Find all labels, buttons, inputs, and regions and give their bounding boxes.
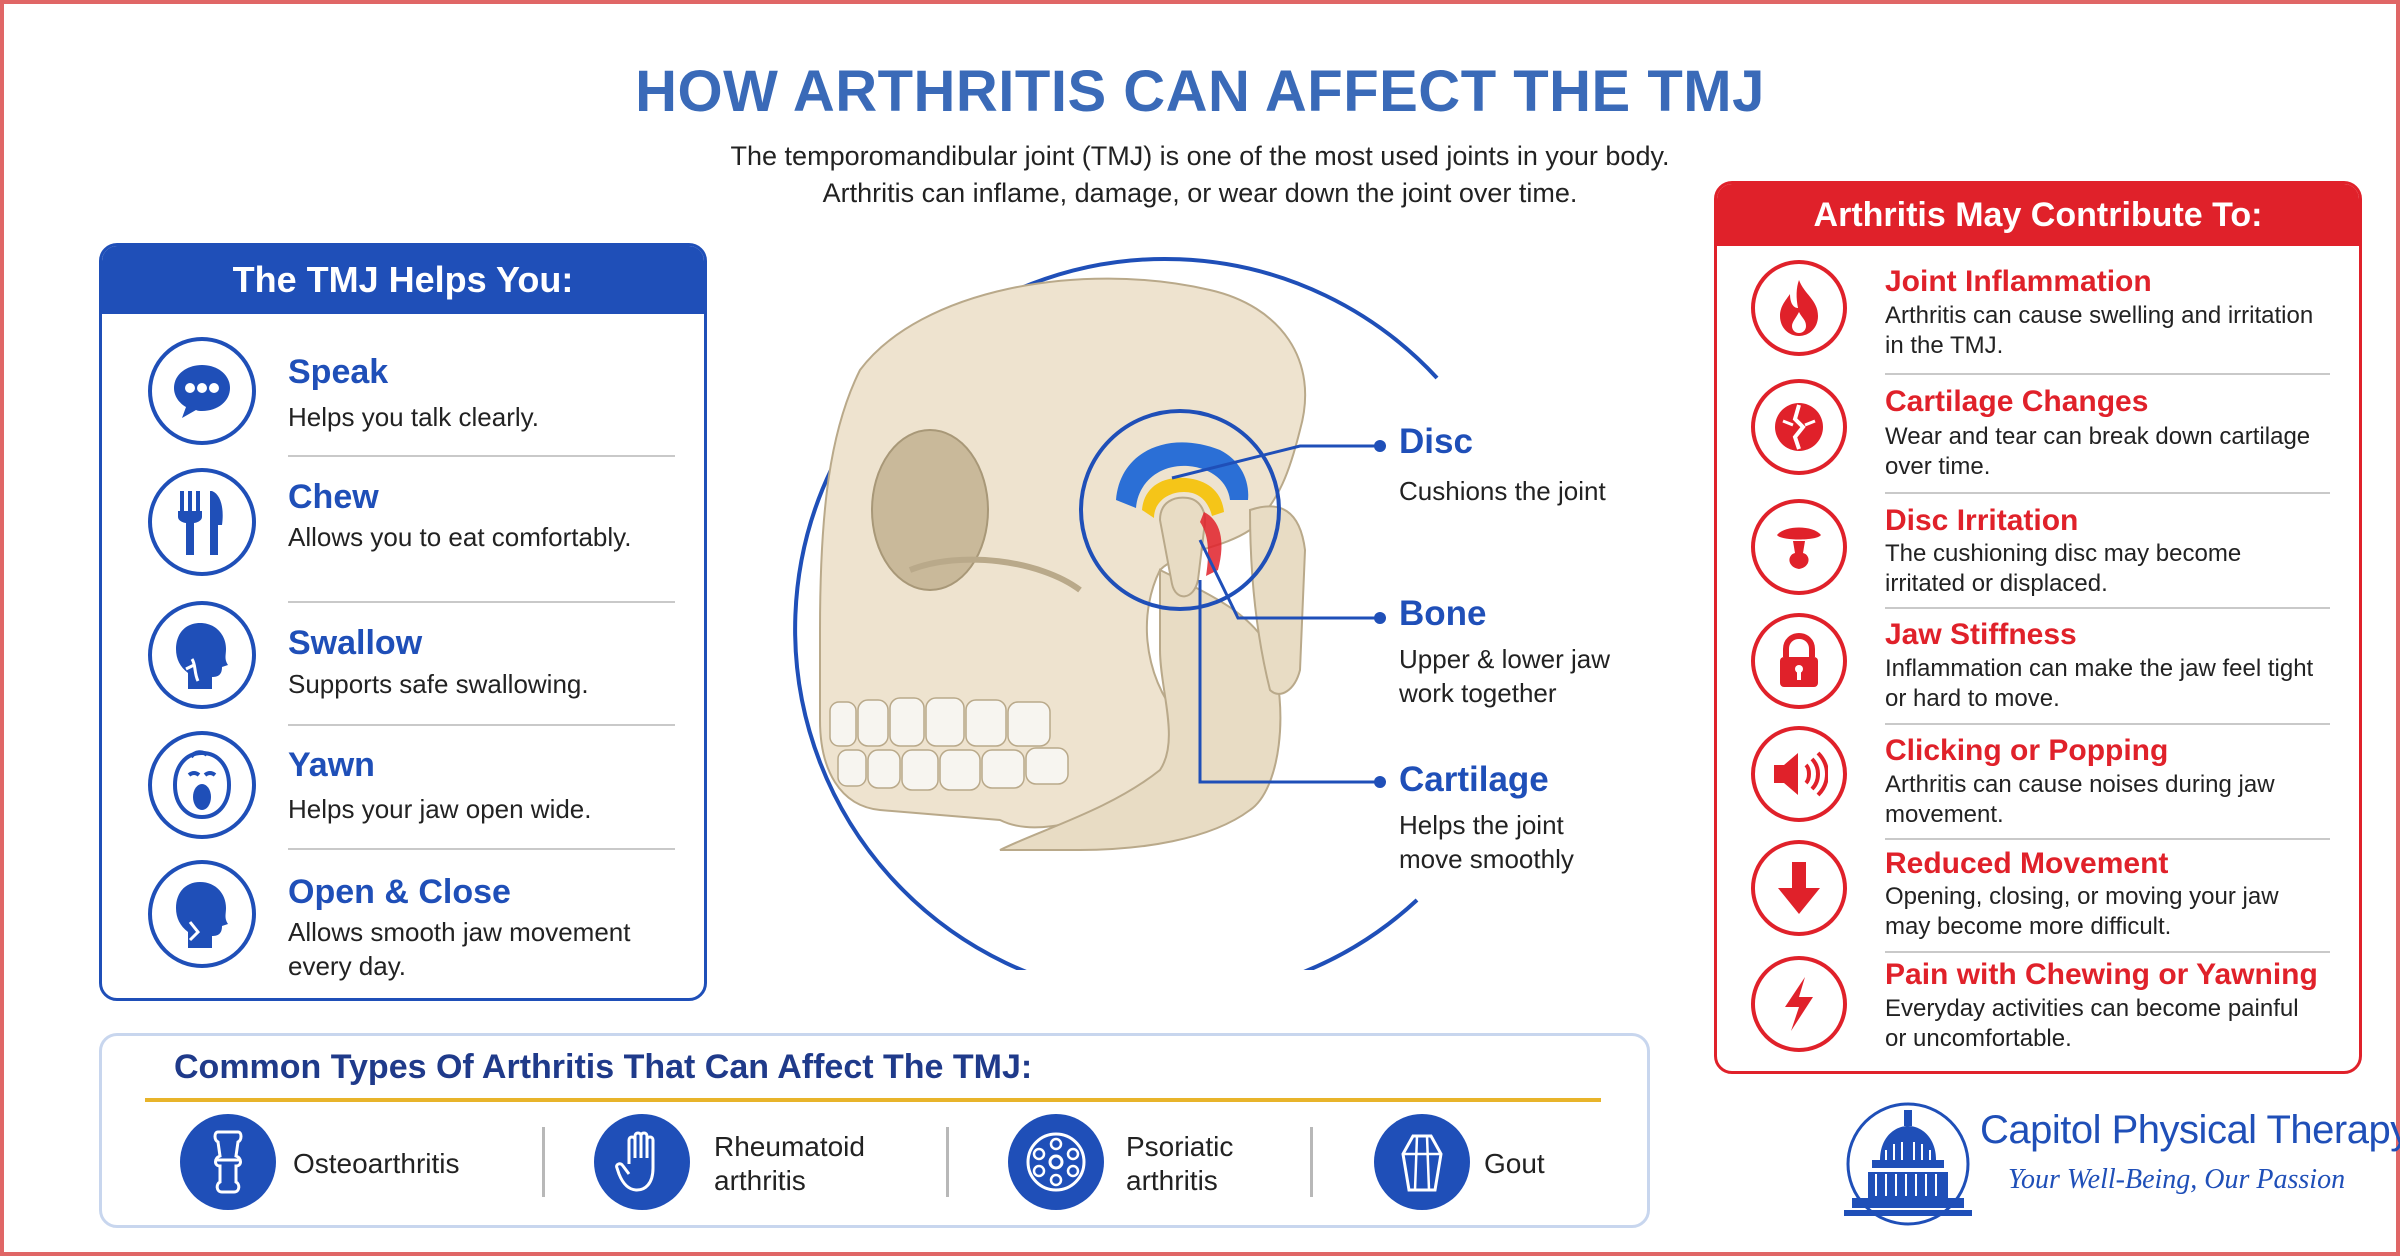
label-cartilage-desc: Helps the joint move smoothly bbox=[1399, 810, 1574, 874]
divider bbox=[288, 601, 675, 603]
contrib-title-inflammation: Joint Inflammation bbox=[1885, 265, 2152, 298]
help-title-chew: Chew bbox=[288, 478, 379, 516]
fork-knife-icon bbox=[148, 468, 256, 576]
help-title-speak: Speak bbox=[288, 353, 389, 391]
capitol-dome-icon bbox=[1844, 1102, 1972, 1226]
skull-illustration bbox=[819, 277, 1307, 851]
help-title-open-close: Open & Close bbox=[288, 873, 511, 911]
lock-icon bbox=[1751, 613, 1847, 709]
divider bbox=[1885, 951, 2330, 953]
subtitle-line-1: The temporomandibular joint (TMJ) is one… bbox=[730, 141, 1670, 171]
contrib-desc-inflammation: Arthritis can cause swelling and irritat… bbox=[1885, 302, 2314, 359]
divider bbox=[1885, 838, 2330, 840]
subtitle-line-2: Arthritis can inflame, damage, or wear d… bbox=[822, 178, 1578, 208]
joint-closeup bbox=[1079, 409, 1281, 611]
type-label-psoriatic-line2: arthritis bbox=[1126, 1165, 1218, 1196]
logo-tagline: Your Well-Being, Our Passion bbox=[2008, 1164, 2346, 1195]
bone-joint-icon bbox=[180, 1114, 276, 1210]
divider bbox=[288, 724, 675, 726]
divider bbox=[946, 1127, 949, 1197]
cells-icon bbox=[1008, 1114, 1104, 1210]
divider bbox=[1885, 723, 2330, 725]
crystal-icon bbox=[1374, 1114, 1470, 1210]
label-disc-title: Disc bbox=[1399, 422, 1473, 461]
divider bbox=[288, 848, 675, 850]
flame-icon bbox=[1751, 260, 1847, 356]
contrib-title-stiffness: Jaw Stiffness bbox=[1885, 618, 2077, 651]
type-label-gout: Gout bbox=[1484, 1148, 1545, 1179]
contrib-desc-clicking: Arthritis can cause noises during jaw mo… bbox=[1885, 771, 2275, 828]
help-desc-chew: Allows you to eat comfortably. bbox=[288, 522, 632, 552]
page-subtitle: The temporomandibular joint (TMJ) is one… bbox=[0, 138, 2400, 212]
type-label-rheumatoid: Rheumatoid arthritis bbox=[714, 1130, 865, 1198]
help-title-yawn: Yawn bbox=[288, 746, 375, 784]
label-bone-desc: Upper & lower jaw work together bbox=[1399, 644, 1610, 708]
gold-divider bbox=[145, 1098, 1601, 1102]
cartilage-pointer-line bbox=[1198, 580, 1380, 784]
contrib-title-cartilage: Cartilage Changes bbox=[1885, 385, 2149, 418]
logo-name: Capitol Physical Therapy bbox=[1980, 1108, 2400, 1152]
arthritis-contributes-panel: Arthritis May Contribute To: Joint Infla… bbox=[1714, 181, 2362, 1074]
contrib-desc-pain: Everyday activities can become painful o… bbox=[1885, 995, 2299, 1052]
contrib-desc-disc: The cushioning disc may become irritated… bbox=[1885, 540, 2242, 597]
arthritis-types-heading: Common Types Of Arthritis That Can Affec… bbox=[174, 1048, 1033, 1086]
head-jaw-icon bbox=[148, 860, 256, 968]
contrib-title-movement: Reduced Movement bbox=[1885, 847, 2169, 880]
help-desc-swallow: Supports safe swallowing. bbox=[288, 669, 589, 699]
hand-icon bbox=[594, 1114, 690, 1210]
label-bone-title: Bone bbox=[1399, 594, 1487, 633]
tmj-anatomy-illustration: Disc Cushions the joint Bone Upper & low… bbox=[780, 250, 1680, 1001]
divider bbox=[542, 1127, 545, 1197]
help-desc-yawn: Helps your jaw open wide. bbox=[288, 794, 592, 824]
divider bbox=[1885, 373, 2330, 375]
bone-pointer-line bbox=[1198, 539, 1380, 620]
cracked-joint-icon bbox=[1751, 379, 1847, 475]
yawning-face-icon bbox=[148, 731, 256, 839]
label-disc-desc: Cushions the joint bbox=[1399, 476, 1606, 506]
tmj-helps-panel: The TMJ Helps You: Speak Helps you talk … bbox=[99, 243, 707, 1001]
speaker-icon bbox=[1751, 726, 1847, 822]
contributes-heading: Arthritis May Contribute To: bbox=[1717, 184, 2359, 246]
tmj-helps-heading: The TMJ Helps You: bbox=[102, 246, 704, 314]
contrib-title-pain: Pain with Chewing or Yawning bbox=[1885, 958, 2318, 991]
contrib-desc-cartilage: Wear and tear can break down cartilage o… bbox=[1885, 423, 2311, 480]
contrib-title-clicking: Clicking or Popping bbox=[1885, 734, 2169, 767]
label-cartilage-title: Cartilage bbox=[1399, 760, 1549, 799]
capitol-pt-logo: Capitol Physical Therapy Your Well-Being… bbox=[1838, 1098, 2400, 1228]
type-label-psoriatic: Psoriatic arthritis bbox=[1126, 1130, 1233, 1198]
divider bbox=[1885, 492, 2330, 494]
contrib-desc-stiffness: Inflammation can make the jaw feel tight… bbox=[1885, 655, 2314, 712]
type-label-psoriatic-line1: Psoriatic bbox=[1126, 1131, 1234, 1162]
contrib-desc-movement: Opening, closing, or moving your jaw may… bbox=[1885, 883, 2279, 940]
lightning-icon bbox=[1751, 956, 1847, 1052]
type-label-rheumatoid-line2: arthritis bbox=[714, 1165, 806, 1196]
help-desc-open-close: Allows smooth jaw movement every day. bbox=[288, 917, 631, 981]
type-label-rheumatoid-line1: Rheumatoid bbox=[714, 1131, 865, 1162]
type-label-osteoarthritis: Osteoarthritis bbox=[293, 1148, 460, 1179]
head-throat-icon bbox=[148, 601, 256, 709]
divider bbox=[288, 455, 675, 457]
down-arrow-icon bbox=[1751, 840, 1847, 936]
divider bbox=[1310, 1127, 1313, 1197]
page-title: HOW ARTHRITIS CAN AFFECT THE TMJ bbox=[635, 59, 1765, 124]
speech-bubble-icon bbox=[148, 337, 256, 445]
help-desc-speak: Helps you talk clearly. bbox=[288, 402, 539, 432]
disc-pointer-line bbox=[1171, 444, 1380, 480]
divider bbox=[1885, 607, 2330, 609]
contrib-title-disc: Disc Irritation bbox=[1885, 504, 2079, 537]
disc-joint-icon bbox=[1751, 499, 1847, 595]
help-title-swallow: Swallow bbox=[288, 624, 423, 662]
